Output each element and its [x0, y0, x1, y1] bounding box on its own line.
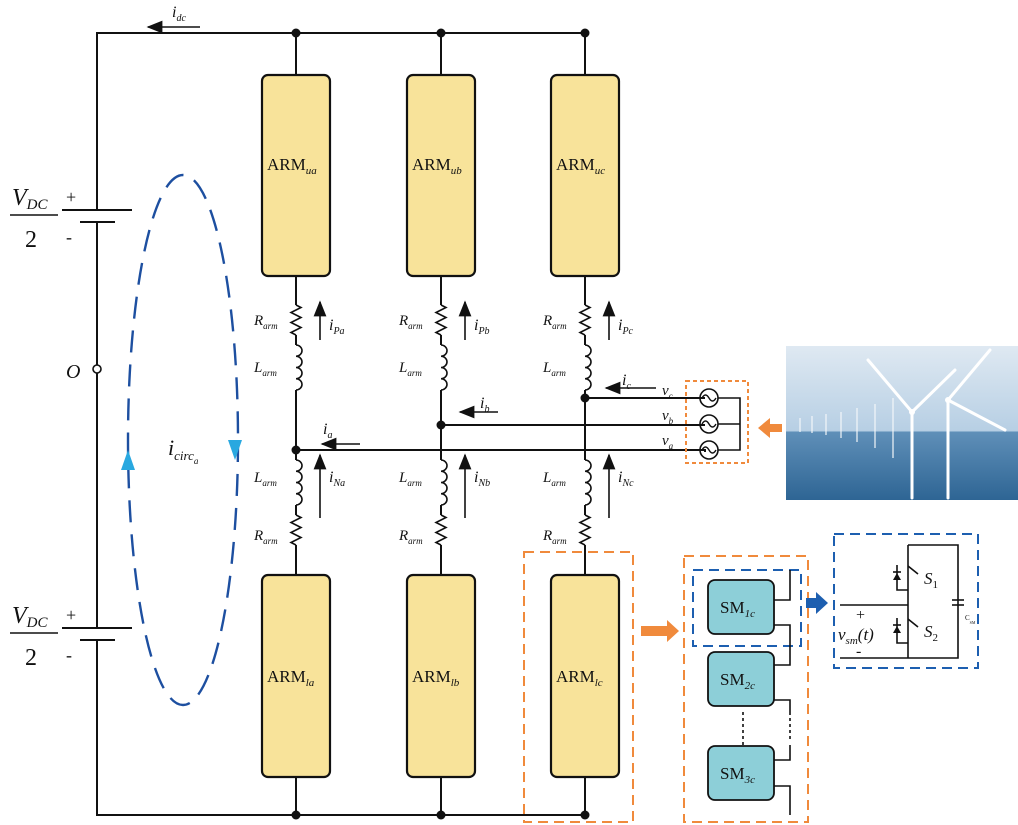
arm-lc-highlight-box	[523, 551, 634, 823]
arm-lower-label-c: ARMlc	[556, 667, 603, 689]
dc-source-top-label-den: 2	[25, 227, 37, 253]
midpoint-label: O	[66, 361, 80, 383]
current-upper-label-a: iPa	[329, 317, 345, 337]
arm-upper-label-a: ARMua	[267, 155, 317, 177]
current-upper-label-b: iPb	[474, 317, 490, 337]
dc-source-bottom-label-plus: +	[66, 605, 76, 625]
midpoint-node	[92, 364, 102, 374]
current-phase-a-label: ia	[323, 421, 332, 441]
current-lower-label-c: iNc	[618, 469, 634, 489]
phase-leg-b	[405, 28, 477, 820]
sm-minus-label: -	[856, 643, 861, 660]
l-arm-upper-label: Larm	[542, 360, 566, 378]
current-upper-label-c: iPc	[618, 317, 634, 337]
r-arm-upper-label: Rarm	[253, 313, 278, 331]
submodule-1	[707, 579, 775, 635]
arm-lower-a	[260, 573, 332, 779]
dc-source-top	[62, 209, 132, 223]
capacitor-label: CSM	[965, 614, 976, 625]
circulating-current-label: icirca	[168, 435, 199, 466]
arm-upper-b	[405, 73, 477, 278]
submodule-label-2: SM2c	[720, 670, 755, 692]
voltage-c-label: vc	[662, 383, 673, 401]
phase-legs	[260, 28, 621, 820]
submodule-label-3: SM3c	[720, 764, 755, 786]
r-arm-upper-label: Rarm	[542, 313, 567, 331]
circ-arrow-up-icon	[121, 450, 135, 470]
r-arm-lower-label: Rarm	[398, 528, 423, 546]
current-lower-label-b: iNb	[474, 469, 490, 489]
ac-sources	[685, 380, 782, 464]
phase-leg-c	[549, 28, 621, 820]
dc-source-bottom-label-num: VDC	[12, 603, 49, 631]
arm-lower-label-a: ARMla	[267, 667, 315, 689]
l-arm-upper-label: Larm	[398, 360, 422, 378]
circ-arrow-down-icon	[228, 440, 242, 460]
dc-bus	[96, 20, 585, 816]
l-arm-lower-label: Larm	[398, 470, 422, 488]
l-arm-lower-label: Larm	[542, 470, 566, 488]
l-arm-upper-label: Larm	[253, 360, 277, 378]
r-arm-lower-label: Rarm	[542, 528, 567, 546]
circulating-current-loop	[121, 173, 242, 707]
dc-source-top-label-minus: -	[66, 227, 72, 247]
arm-upper-label-c: ARMuc	[556, 155, 605, 177]
blue-arrow-icon	[806, 592, 828, 614]
l-arm-lower-label: Larm	[253, 470, 277, 488]
sm-plus-label: +	[856, 607, 865, 624]
submodule-circuit	[833, 533, 979, 669]
arm-lower-b	[405, 573, 477, 779]
dc-source-top-label-num: VDC	[12, 185, 49, 213]
dc-current-label: idc	[172, 4, 186, 24]
dc-source-bottom-label-den: 2	[25, 645, 37, 671]
voltage-a-label: va	[662, 433, 674, 451]
switch-s1-label: S1	[924, 569, 938, 591]
orange-arrow-icon	[641, 620, 679, 642]
submodule-2	[707, 651, 775, 707]
offshore-wind-farm-image	[786, 346, 1018, 500]
arm-lower-c	[549, 573, 621, 779]
dc-source-bottom-label-minus: -	[66, 645, 72, 665]
phase-output-wires	[296, 381, 706, 452]
arm-upper-a	[260, 73, 332, 278]
arm-upper-c	[549, 73, 621, 278]
r-arm-lower-label: Rarm	[253, 528, 278, 546]
phase-leg-a	[260, 28, 332, 820]
dc-source-top-label-plus: +	[66, 187, 76, 207]
submodule-boxes	[707, 579, 775, 801]
submodule-3	[707, 745, 775, 801]
r-arm-upper-label: Rarm	[398, 313, 423, 331]
voltage-b-label: vb	[662, 408, 674, 426]
orange-arrow-icon	[758, 418, 782, 438]
switch-s2-label: S2	[924, 622, 938, 644]
current-phase-c-label: ic	[622, 372, 631, 392]
sm-voltage-label: vsm(t)	[838, 625, 874, 647]
dc-source-bottom	[62, 627, 132, 641]
arm-lower-label-b: ARMlb	[412, 667, 460, 689]
current-phase-b-label: ib	[480, 395, 489, 415]
current-lower-label-a: iNa	[329, 469, 345, 489]
submodule-label-1: SM1c	[720, 598, 755, 620]
arm-upper-label-b: ARMub	[412, 155, 462, 177]
